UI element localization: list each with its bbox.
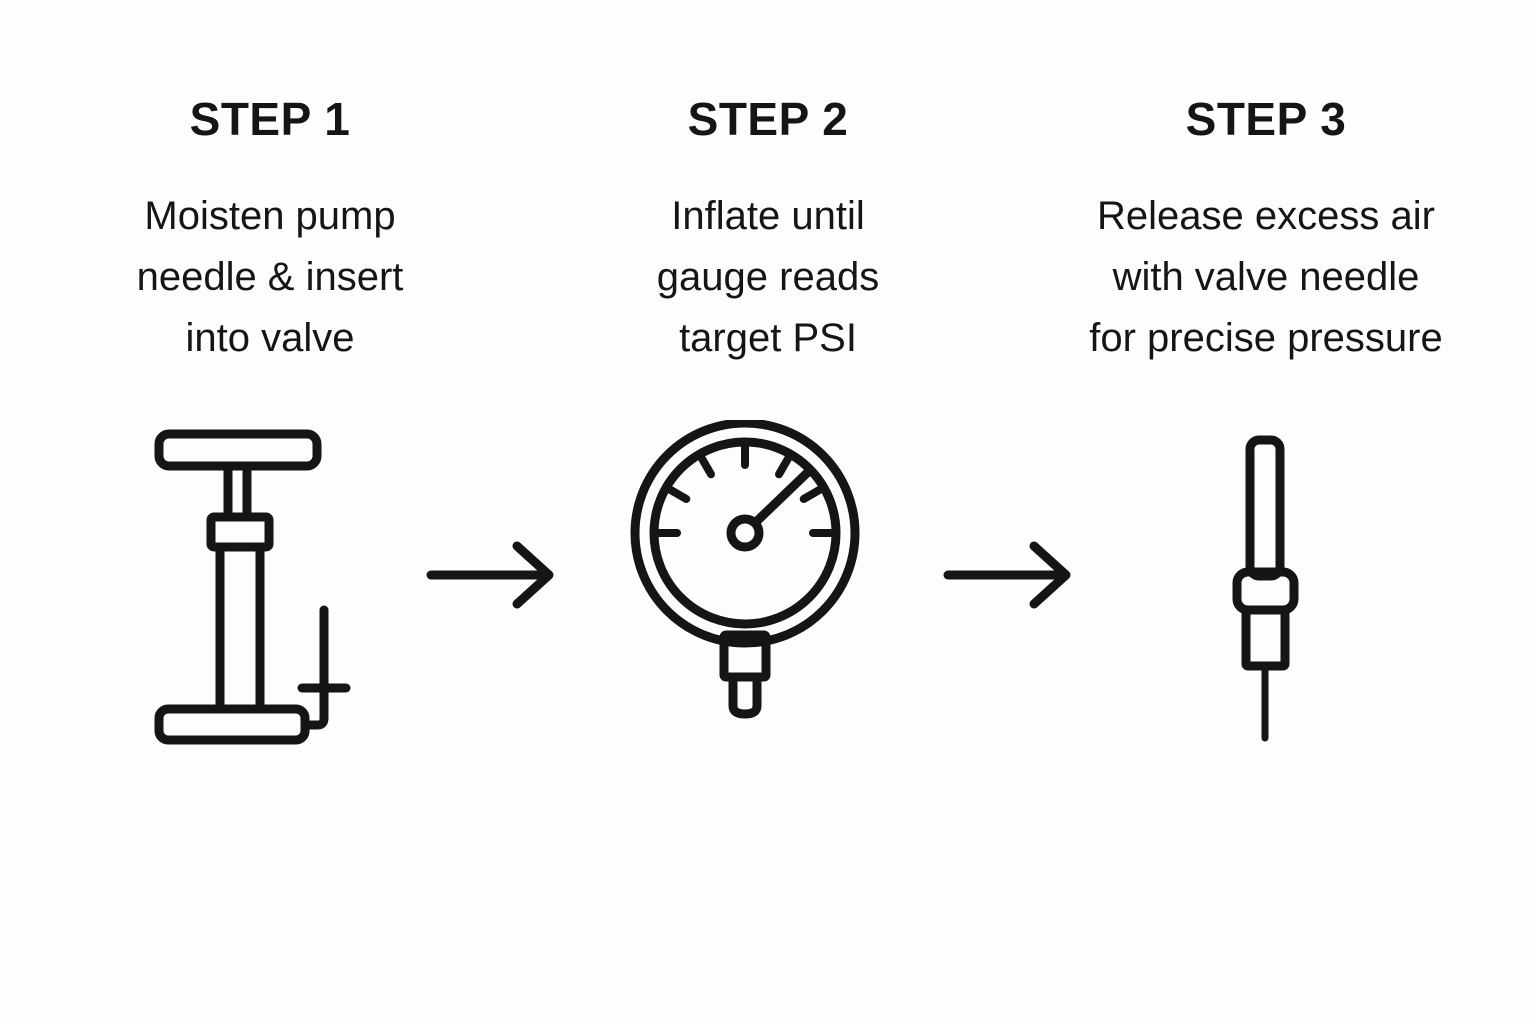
valve-needle-icon bbox=[1232, 435, 1299, 742]
step-2-heading: STEP 2 bbox=[687, 93, 849, 145]
step-1-desc-line-3: into valve bbox=[185, 315, 355, 360]
step-2-desc-line-1: Inflate until bbox=[671, 194, 865, 238]
arrow-head bbox=[512, 541, 554, 609]
arrow-head bbox=[1029, 541, 1071, 609]
gauge-tick-150 bbox=[662, 483, 691, 503]
step-2-description: Inflate until gauge reads target PSI bbox=[657, 186, 879, 368]
icons-row bbox=[0, 420, 1536, 780]
step-2-desc-line-2: gauge reads bbox=[656, 254, 880, 299]
gauge-tick-group bbox=[650, 438, 840, 537]
connector-2-slot bbox=[942, 540, 1082, 610]
pump-foot-base-shape bbox=[154, 704, 310, 745]
step-3-description: Release excess air with valve needle for… bbox=[1089, 186, 1442, 368]
step-column-3: STEP 3 Release excess air with valve nee… bbox=[1036, 96, 1496, 368]
gauge-needle bbox=[751, 468, 812, 527]
step-1-heading: STEP 1 bbox=[189, 93, 351, 145]
step-2-icon-slot bbox=[618, 420, 868, 750]
gauge-outlet-tube bbox=[728, 672, 762, 719]
connector-1-slot bbox=[425, 540, 565, 610]
pump-collar-shape bbox=[206, 512, 274, 552]
step-column-2: STEP 2 Inflate until gauge reads target … bbox=[538, 96, 998, 368]
arrow-right-icon bbox=[943, 541, 1071, 609]
gauge-tick-30 bbox=[799, 483, 828, 503]
gauge-center-hub bbox=[726, 514, 764, 552]
needle-body-shape bbox=[1241, 605, 1290, 671]
step-3-desc-line-1: Release excess air bbox=[1097, 194, 1435, 238]
arrow-right-icon bbox=[426, 541, 554, 609]
step-1-desc-line-1: Moisten pump bbox=[144, 194, 396, 238]
step-1-description: Moisten pump needle & insert into valve bbox=[137, 186, 404, 368]
gauge-neck-shape bbox=[719, 630, 771, 682]
bicycle-floor-pump-icon bbox=[154, 429, 351, 745]
step-column-1: STEP 1 Moisten pump needle & insert into… bbox=[40, 96, 500, 368]
step-1-desc-line-2: needle & insert bbox=[136, 254, 404, 299]
pump-hose-line bbox=[300, 605, 329, 730]
gauge-outer-bezel bbox=[630, 420, 860, 648]
needle-shaft-shape bbox=[1245, 435, 1285, 581]
step-3-heading: STEP 3 bbox=[1185, 93, 1347, 145]
step-3-desc-line-3: for precise pressure bbox=[1089, 315, 1443, 360]
steps-text-row: STEP 1 Moisten pump needle & insert into… bbox=[0, 96, 1536, 368]
step-1-icon-slot bbox=[150, 420, 360, 750]
pressure-gauge-icon bbox=[630, 420, 860, 719]
pump-handle-shape bbox=[154, 429, 322, 471]
step-3-icon-slot bbox=[1205, 420, 1325, 750]
gauge-tick-120 bbox=[695, 450, 715, 479]
step-2-desc-line-3: target PSI bbox=[679, 315, 857, 360]
gauge-tick-60 bbox=[775, 450, 795, 479]
step-3-desc-line-2: with valve needle bbox=[1112, 254, 1420, 299]
